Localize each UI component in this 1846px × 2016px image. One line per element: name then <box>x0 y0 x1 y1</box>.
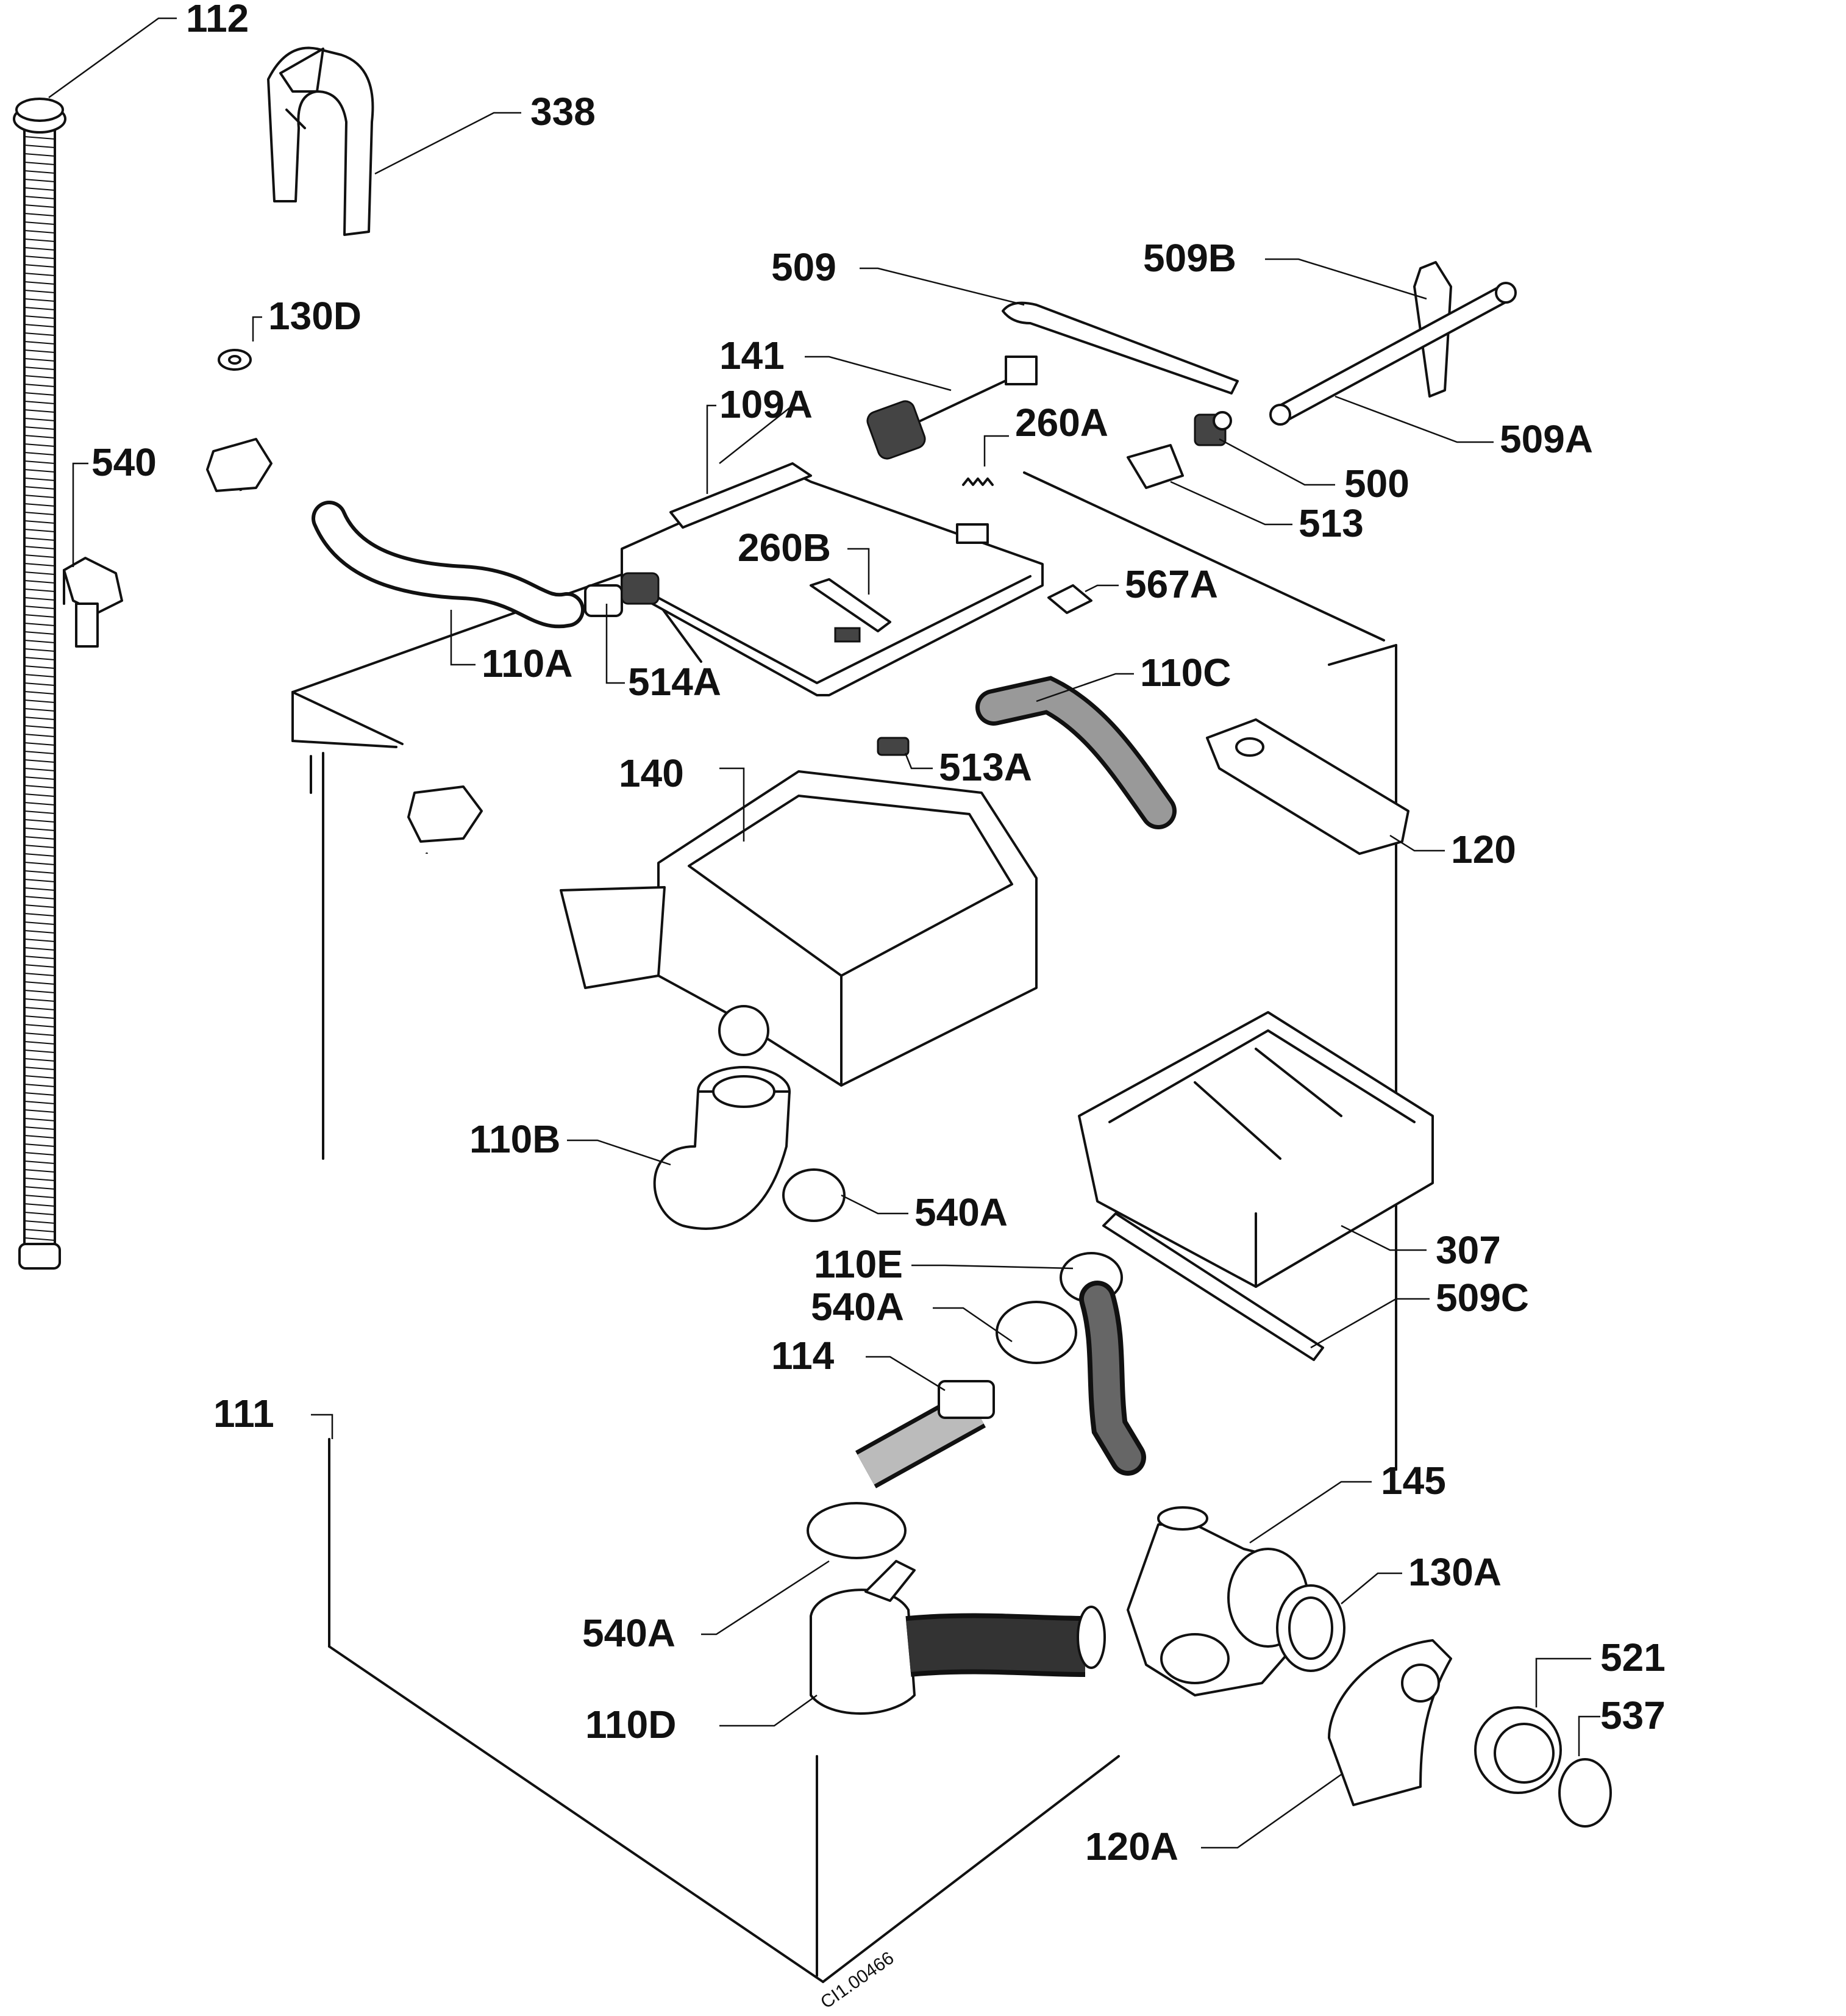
microswitch-500 <box>1194 411 1232 446</box>
label-540: 540 <box>91 440 157 484</box>
clip-513a <box>877 737 910 756</box>
label-338: 338 <box>530 90 596 134</box>
label-513: 513 <box>1299 501 1364 545</box>
label-509c: 509C <box>1436 1276 1529 1320</box>
ring-130a <box>1276 1584 1345 1672</box>
connector-514a <box>584 572 660 617</box>
label-109a: 109A <box>719 382 813 426</box>
part-labels: 112 338 509 509B 130D 141 109A 260A 509A… <box>91 0 1666 1868</box>
label-260a: 260A <box>1015 401 1108 445</box>
label-112: 112 <box>186 0 249 40</box>
label-307: 307 <box>1436 1228 1501 1272</box>
label-130a: 130A <box>1408 1550 1502 1594</box>
drawer-307 <box>1078 1011 1434 1288</box>
label-513a: 513A <box>939 745 1032 789</box>
washer-130d <box>218 349 252 371</box>
label-140: 140 <box>619 751 684 795</box>
rod-509a <box>1269 282 1517 426</box>
label-114: 114 <box>771 1334 835 1378</box>
tray-120 <box>1206 718 1409 855</box>
filter-120a <box>1328 1639 1452 1806</box>
inlet-hose-111 <box>163 438 483 1208</box>
label-130d: 130D <box>268 294 362 338</box>
label-141: 141 <box>719 334 785 377</box>
label-120a: 120A <box>1085 1825 1178 1868</box>
leader-lines <box>48 17 1600 1849</box>
clip-540 <box>63 557 123 648</box>
label-145: 145 <box>1381 1459 1446 1503</box>
clamp-540a-2 <box>996 1301 1077 1364</box>
label-110e: 110E <box>814 1242 903 1286</box>
lever-509 <box>1002 301 1239 395</box>
label-111: 111 <box>213 1392 274 1435</box>
label-110a: 110A <box>482 642 572 685</box>
label-110d: 110D <box>585 1703 676 1746</box>
clamp-540a-1 <box>782 1168 846 1222</box>
label-567a: 567A <box>1125 562 1218 606</box>
label-540a-3: 540A <box>582 1611 675 1655</box>
o-ring-537 <box>1558 1758 1612 1828</box>
label-500: 500 <box>1344 462 1409 506</box>
hose-110c <box>975 676 1177 829</box>
drain-hose-112 <box>13 98 66 1270</box>
label-509b: 509B <box>1143 236 1236 280</box>
solenoid-141 <box>866 356 1038 460</box>
hose-110e <box>1060 1252 1146 1476</box>
knob-521 <box>1474 1706 1562 1794</box>
block-567a <box>1047 584 1092 614</box>
spring-260b <box>810 578 891 632</box>
hose-hook-338 <box>267 46 374 236</box>
label-540a-1: 540A <box>914 1190 1008 1234</box>
label-260b: 260B <box>738 526 831 570</box>
label-110b: 110B <box>469 1117 560 1161</box>
bracket-513 <box>1127 444 1184 489</box>
label-514a: 514A <box>628 660 721 704</box>
pump-housing-145 <box>1127 1506 1309 1696</box>
dispenser-housing-140 <box>560 770 1038 1087</box>
clamp-540a-3 <box>807 1502 907 1559</box>
label-521: 521 <box>1600 1635 1666 1679</box>
label-509a: 509A <box>1500 417 1593 461</box>
sensor-114 <box>855 1380 995 1489</box>
bellows-110b <box>653 1066 791 1230</box>
spring-260a <box>962 477 994 486</box>
rod-509c <box>1102 1212 1324 1361</box>
label-110c: 110C <box>1140 651 1231 695</box>
label-537: 537 <box>1600 1693 1666 1737</box>
hose-110a <box>312 501 585 629</box>
label-120: 120 <box>1451 827 1516 871</box>
drawing-reference: CI1.00466 <box>817 1948 897 2012</box>
label-540a-2: 540A <box>811 1285 904 1329</box>
label-509: 509 <box>771 245 836 289</box>
bellows-110d <box>810 1560 1106 1715</box>
